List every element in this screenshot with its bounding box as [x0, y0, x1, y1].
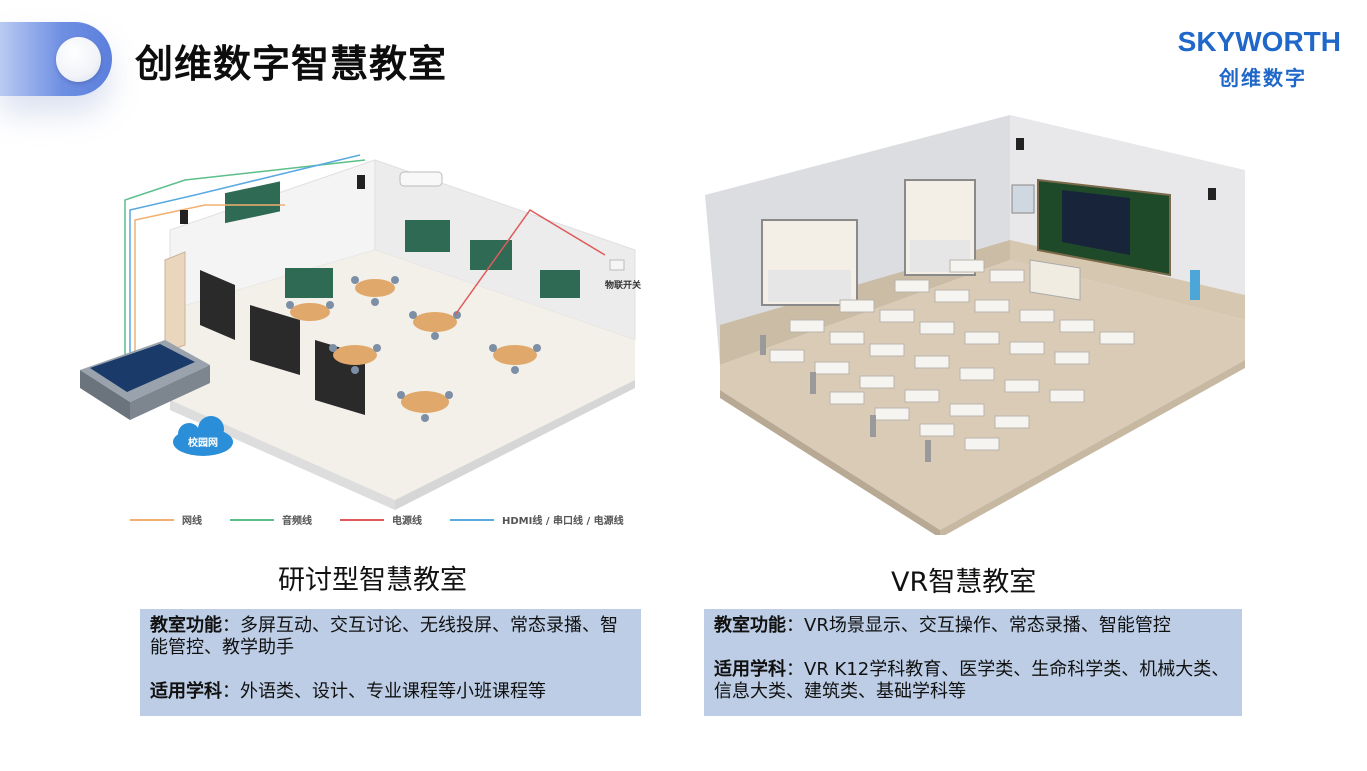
page-title: 创维数字智慧教室 — [135, 42, 448, 86]
vr-classroom-illustration — [705, 115, 1245, 535]
logo-brand: SKYWORTH — [1177, 26, 1341, 57]
vr-classroom-title: VR智慧教室 — [891, 567, 1037, 598]
legend-label: 网线 — [182, 516, 202, 527]
subject-row: 适用学科：外语类、设计、专业课程等小班课程等 — [150, 681, 631, 703]
header-knob — [56, 37, 101, 82]
legend-swatch — [230, 518, 274, 521]
seminar-classroom-illustration: 校园网 物联开关 — [80, 154, 641, 510]
function-label: 教室功能 — [714, 615, 786, 636]
legend-label: 音频线 — [282, 516, 312, 527]
seminar-classroom-title: 研讨型智慧教室 — [278, 565, 467, 596]
header-decoration — [0, 22, 112, 96]
logo-subtitle: 创维数字 — [1219, 66, 1307, 90]
legend-item: 音频线 — [230, 512, 312, 527]
subject-row: 适用学科：VR K12学科教育、医学类、生命科学类、机械大类、信息大类、建筑类、… — [714, 659, 1232, 703]
legend-item: 电源线 — [340, 512, 422, 527]
function-row: 教室功能：多屏互动、交互讨论、无线投屏、常态录播、智能管控、教学助手 — [150, 615, 631, 659]
function-text: ：多屏互动、交互讨论、无线投屏、常态录播、智能管控、教学助手 — [150, 615, 618, 658]
vr-info-box: 教室功能：VR场景显示、交互操作、常态录播、智能管控 适用学科：VR K12学科… — [704, 609, 1242, 716]
legend-item: HDMI线 / 串口线 / 电源线 — [450, 512, 624, 527]
cable-legend: 网线 音频线 电源线 HDMI线 / 串口线 / 电源线 — [130, 512, 652, 527]
function-row: 教室功能：VR场景显示、交互操作、常态录播、智能管控 — [714, 615, 1232, 637]
cloud-label: 校园网 — [188, 436, 218, 449]
switch-label: 物联开关 — [605, 279, 641, 291]
subject-label: 适用学科 — [714, 659, 786, 680]
subject-text: ：外语类、设计、专业课程等小班课程等 — [222, 681, 546, 702]
legend-swatch — [130, 518, 174, 521]
legend-item: 网线 — [130, 512, 202, 527]
legend-swatch — [340, 518, 384, 521]
legend-label: HDMI线 / 串口线 / 电源线 — [502, 516, 624, 527]
function-text: ：VR场景显示、交互操作、常态录播、智能管控 — [786, 615, 1171, 636]
subject-text: ：VR K12学科教育、医学类、生命科学类、机械大类、信息大类、建筑类、基础学科… — [714, 659, 1230, 702]
legend-swatch — [450, 518, 494, 521]
skyworth-logo: SKYWORTH 创维数字 — [1169, 28, 1341, 91]
seminar-info-box: 教室功能：多屏互动、交互讨论、无线投屏、常态录播、智能管控、教学助手 适用学科：… — [140, 609, 641, 716]
subject-label: 适用学科 — [150, 681, 222, 702]
function-label: 教室功能 — [150, 615, 222, 636]
legend-label: 电源线 — [392, 516, 422, 527]
